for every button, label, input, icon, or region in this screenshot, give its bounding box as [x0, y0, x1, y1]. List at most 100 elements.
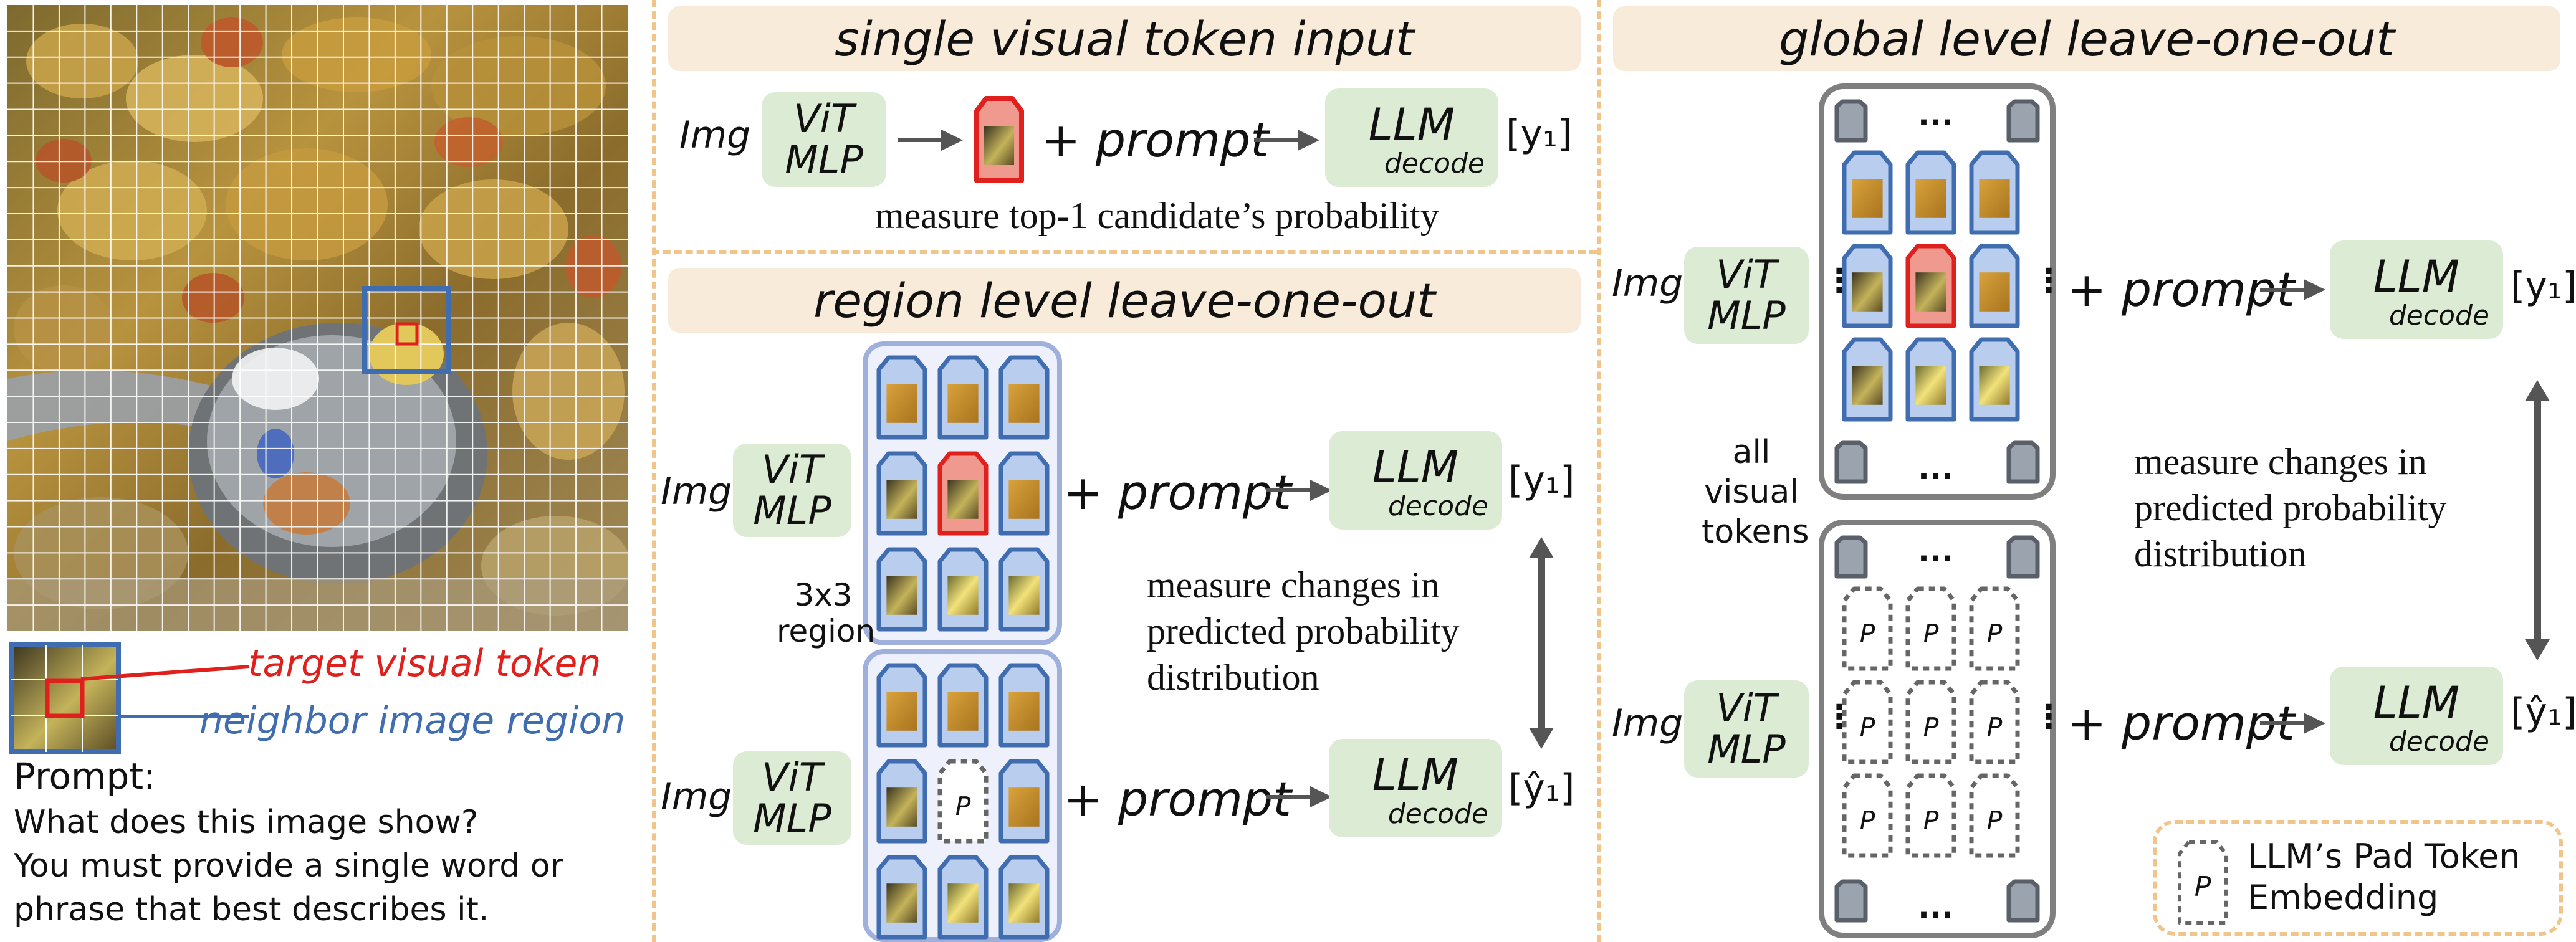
prompt-line-2: You must provide a single word or [14, 847, 563, 885]
header-global: global level leave-one-out [1613, 6, 2560, 71]
target-token [1905, 244, 1956, 328]
hidden-token [2006, 440, 2040, 484]
pad-token: P [1905, 586, 1956, 671]
visual-token [937, 547, 989, 632]
img-label: Img [1612, 262, 1683, 305]
food-image [7, 5, 628, 631]
visual-token [876, 855, 927, 940]
arrow-icon [1254, 130, 1319, 151]
img-label: Img [661, 470, 732, 513]
ellipsis: ... [1918, 533, 1953, 569]
svg-text:P: P [955, 791, 971, 821]
arrow-icon [898, 130, 963, 151]
visual-token [998, 547, 1050, 632]
svg-text:P: P [1860, 712, 1875, 742]
double-arrow-icon [2525, 380, 2550, 660]
visual-token [998, 855, 1050, 940]
pad-token: P [1842, 680, 1893, 764]
hidden-token [2006, 535, 2040, 579]
output-y1-hat: [ŷ₁] [1508, 766, 1575, 810]
output-y1: [y₁] [2511, 264, 2576, 308]
pad-token: P [1969, 773, 2020, 858]
output-y1: [y₁] [1508, 459, 1575, 502]
pad-token: P [1842, 773, 1893, 858]
visual-token [876, 547, 927, 632]
ellipsis: ... [1918, 450, 1953, 487]
target-token [937, 451, 989, 536]
visual-token [1905, 337, 1956, 422]
pad-token: P [1969, 586, 2020, 671]
img-label: Img [1612, 702, 1683, 745]
pad-token: P [1905, 773, 1956, 858]
pad-token: P [1969, 680, 2020, 764]
divider-left [652, 0, 656, 942]
legend-thumbnail [9, 642, 121, 754]
output-y1-hat: [ŷ₁] [2511, 690, 2576, 734]
legend-neighbor-label: neighbor image region [199, 699, 626, 743]
visual-token [998, 355, 1050, 440]
arrow-icon [1266, 480, 1332, 501]
region-grid-original [863, 341, 1062, 645]
hidden-token [1834, 440, 1868, 484]
svg-text:P: P [2195, 871, 2211, 903]
visual-token [876, 663, 927, 748]
svg-text:P: P [1987, 619, 2003, 649]
vertical-ellipsis: ⋮ [2033, 698, 2065, 736]
visual-token [937, 355, 989, 440]
svg-text:P: P [1923, 712, 1939, 742]
svg-text:P: P [1860, 619, 1875, 649]
plus-prompt: + prompt [1063, 465, 1291, 520]
pad-token: P [937, 759, 989, 844]
vertical-ellipsis: ⋮ [1823, 262, 1855, 300]
visual-token [1842, 244, 1893, 328]
visual-token [998, 663, 1050, 748]
arrow-icon [2260, 713, 2325, 734]
visual-token [1842, 337, 1893, 422]
visual-token [937, 663, 989, 748]
img-label: Img [661, 775, 732, 819]
vertical-ellipsis: ⋮ [1823, 698, 1855, 736]
visual-token [1969, 337, 2020, 422]
prompt-line-3: phrase that best describes it. [14, 891, 489, 928]
global-grid-original: ......⋮⋮ [1819, 83, 2065, 500]
visual-token [876, 451, 927, 536]
ellipsis: ... [1918, 889, 1953, 925]
hidden-token [2006, 99, 2040, 143]
divider-right [1597, 0, 1601, 942]
pad-token-legend [2153, 820, 2563, 936]
prompt-line-1: What does this image show? [14, 804, 479, 841]
pad-token: P [1905, 680, 1956, 764]
header-region: region level leave-one-out [668, 268, 1581, 333]
visual-token [998, 759, 1050, 844]
hidden-token [1834, 99, 1868, 143]
visual-token [1905, 150, 1956, 235]
visual-token [998, 451, 1050, 536]
double-arrow-icon [1529, 537, 1554, 749]
ellipsis: ... [1918, 97, 1953, 133]
top1-note: measure top-1 candidate’s probability [875, 195, 1439, 236]
svg-text:P: P [1923, 619, 1939, 649]
visual-token [1969, 150, 2020, 235]
divider-middle [652, 250, 1597, 254]
svg-text:P: P [1987, 806, 2003, 835]
output-y1: [y₁] [1506, 112, 1573, 156]
pad-token: P [1842, 586, 1893, 671]
svg-text:P: P [1923, 806, 1939, 835]
svg-text:P: P [1860, 806, 1875, 835]
region-grid-masked: P [863, 649, 1062, 942]
legend-connectors [80, 665, 250, 718]
